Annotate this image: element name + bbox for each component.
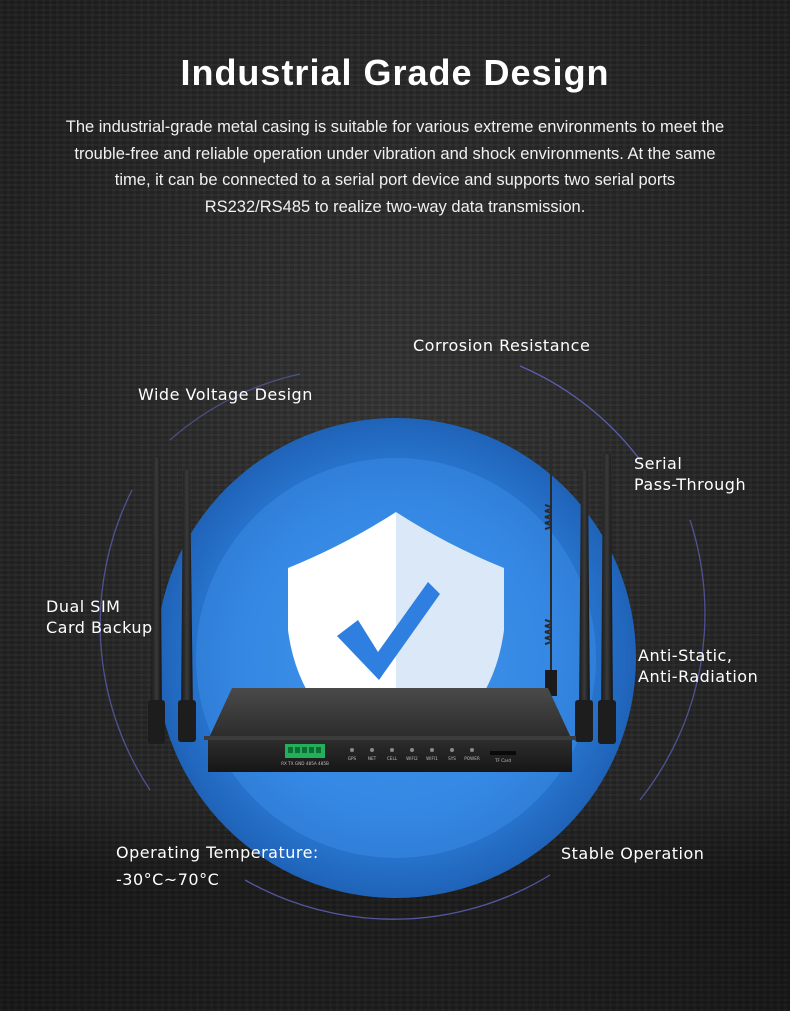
led-label: SYS (448, 756, 456, 761)
led-label: CELL (387, 756, 398, 761)
router-device: RX TX GND 485A 485B GPS NET CELL WIFI2 W… (204, 688, 576, 772)
led-label: WIFI1 (426, 756, 438, 761)
feature-stable-operation: Stable Operation (561, 844, 705, 863)
decorative-ring (99, 365, 706, 920)
antenna (575, 470, 593, 742)
feature-serial-pass-through: Serial Pass-Through (634, 454, 747, 494)
feature-anti-static: Anti-Static, Anti-Radiation (638, 646, 759, 686)
tf-card-label: TF Card (494, 758, 511, 763)
antenna (598, 454, 616, 744)
terminal-label: RX TX GND 485A 485B (281, 761, 329, 766)
feature-wide-voltage: Wide Voltage Design (138, 385, 313, 404)
led-label: NET (368, 756, 377, 761)
led-label: GPS (348, 756, 357, 761)
feature-corrosion-resistance: Corrosion Resistance (413, 336, 591, 355)
antenna (178, 470, 196, 742)
antenna (148, 458, 165, 744)
page-title: Industrial Grade Design (180, 52, 610, 93)
feature-dual-sim: Dual SIM Card Backup (46, 597, 153, 637)
feature-operating-temperature: Operating Temperature: -30°C~70°C (116, 843, 319, 889)
tf-card-slot (490, 751, 516, 755)
led-label: POWER (464, 756, 480, 761)
description-text: The industrial-grade metal casing is sui… (65, 118, 725, 216)
led-label: WIFI2 (406, 756, 418, 761)
